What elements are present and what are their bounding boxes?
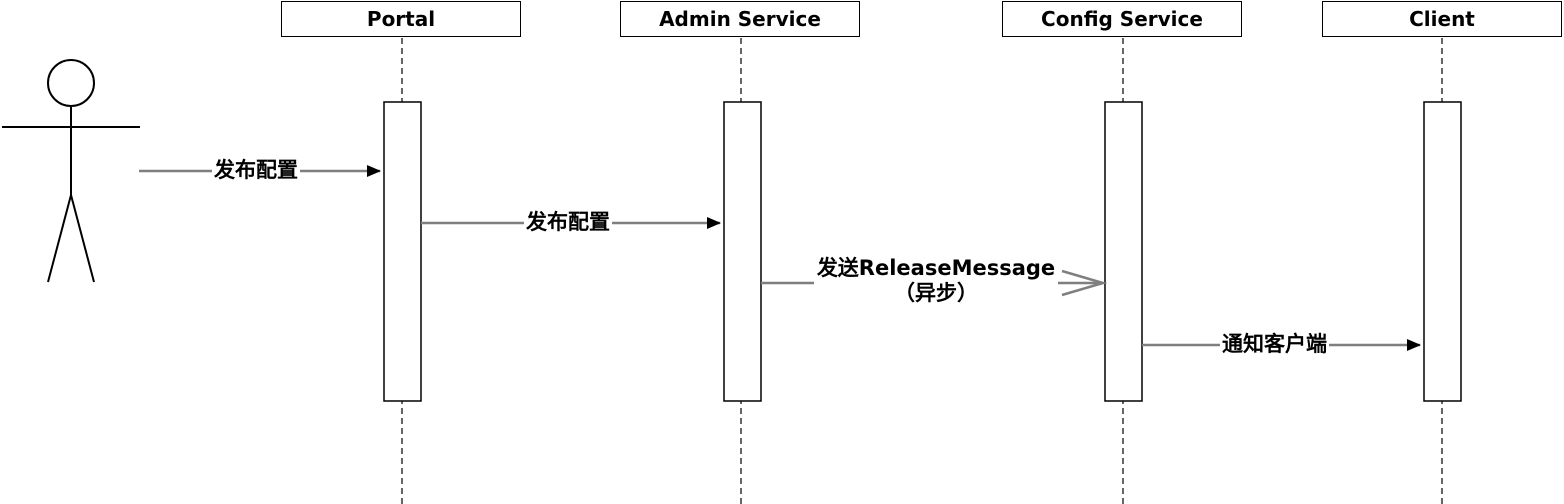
message-label-release-message-async: （异步） — [894, 281, 978, 305]
actor-user-icon — [2, 59, 140, 283]
activation-bar-portal — [383, 101, 422, 402]
message-label-notify-client: 通知客户端 — [1220, 332, 1329, 357]
message-label-publish-config-1: 发布配置 — [212, 158, 300, 183]
activation-bar-admin-service — [723, 101, 762, 402]
activation-bar-config-service — [1104, 101, 1143, 402]
participant-client: Client — [1322, 1, 1562, 37]
participant-admin-service: Admin Service — [620, 1, 860, 37]
message-label-release-message: 发送ReleaseMessage （异步） — [814, 256, 1058, 306]
participant-portal: Portal — [281, 1, 521, 37]
activation-bar-client — [1423, 101, 1462, 402]
participant-config-service: Config Service — [1002, 1, 1242, 37]
message-label-publish-config-2: 发布配置 — [524, 210, 612, 235]
message-label-release-message-main: 发送ReleaseMessage — [816, 256, 1056, 280]
